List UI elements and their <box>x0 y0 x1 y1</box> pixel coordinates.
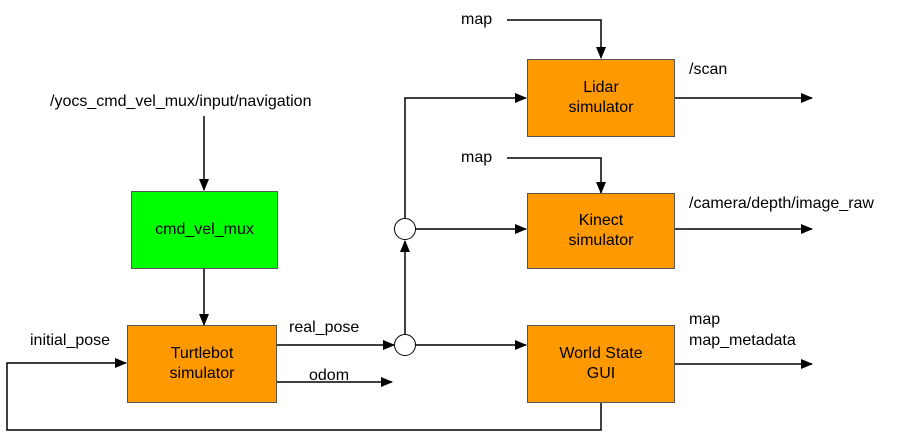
map-metadata-label: map_metadata <box>689 332 796 349</box>
pose-junction-bottom <box>394 334 416 356</box>
scan-topic-label: /scan <box>689 61 728 78</box>
arrow-junction-to-lidar <box>404 93 527 218</box>
turtlebot-simulator-node: Turtlebot simulator <box>127 325 277 403</box>
arrow-map-to-kinect <box>507 157 606 194</box>
real-pose-label: real_pose <box>289 319 360 336</box>
map-kinect-label: map <box>461 149 493 166</box>
map-lidar-label: map <box>461 11 493 28</box>
depth-image-topic-label: /camera/depth/image_raw <box>689 195 874 212</box>
navigation-topic-label: /yocs_cmd_vel_mux/input/navigation <box>50 93 312 110</box>
map-out-label: map <box>689 311 721 328</box>
lidar-simulator-node: Lidar simulator <box>527 59 675 137</box>
pose-junction-top <box>394 218 416 240</box>
arrow-feedback-loop <box>6 358 602 431</box>
initial-pose-label: initial_pose <box>30 332 111 349</box>
world-state-gui-node: World State GUI <box>527 325 675 403</box>
arrow-map-to-lidar <box>507 19 606 59</box>
kinect-simulator-node: Kinect simulator <box>527 193 675 269</box>
cmd-vel-mux-node: cmd_vel_mux <box>131 191 278 269</box>
odom-label: odom <box>309 367 350 384</box>
